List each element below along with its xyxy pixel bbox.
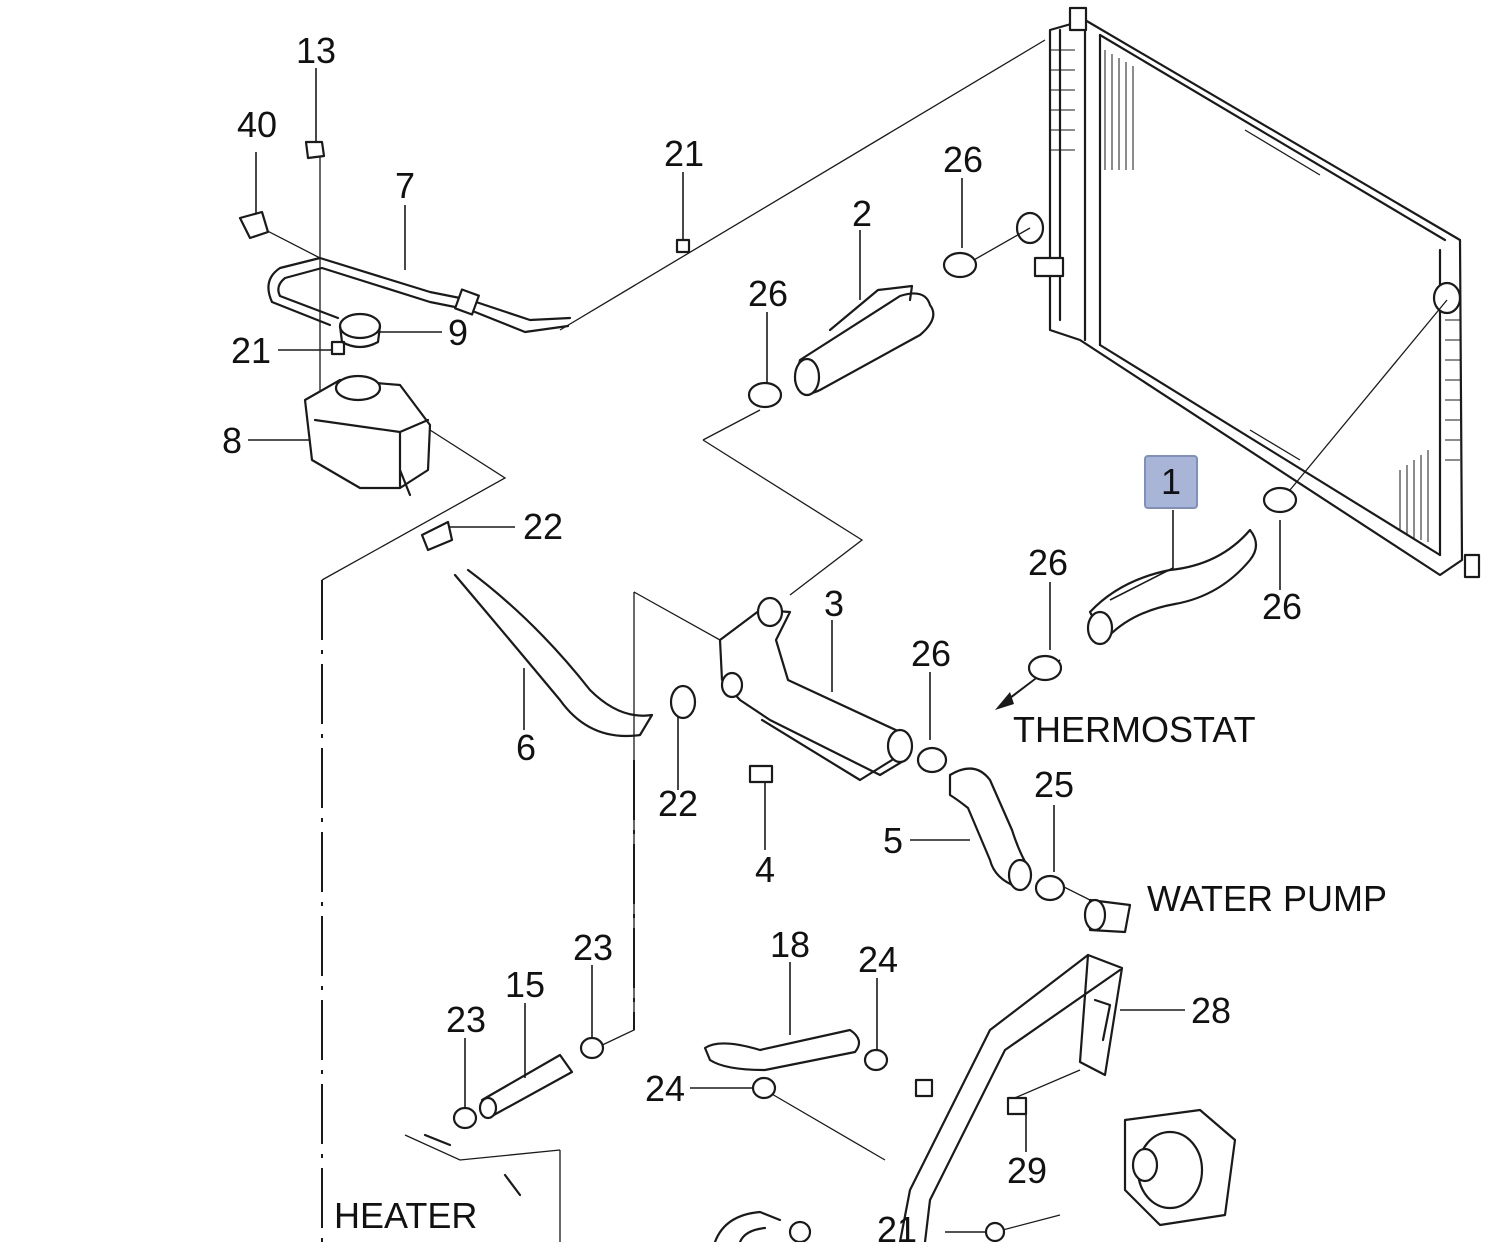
leader-lines (248, 39, 1448, 1242)
heater-caption: HEATER (334, 1195, 477, 1236)
callout-9: 9 (448, 312, 468, 353)
callout-18: 18 (770, 924, 810, 965)
callout-21-a: 21 (664, 133, 704, 174)
callout-2: 2 (852, 193, 872, 234)
callout-26-b: 26 (748, 273, 788, 314)
callout-15: 15 (505, 964, 545, 1005)
callout-4: 4 (755, 849, 775, 890)
callout-24-a: 24 (858, 939, 898, 980)
callout-26-a: 26 (943, 139, 983, 180)
callout-26-c: 26 (1028, 542, 1068, 583)
callout-23-a: 23 (573, 927, 613, 968)
thermostat-caption: THERMOSTAT (1013, 709, 1256, 750)
callout-5: 5 (883, 820, 903, 861)
callout-26-e: 26 (911, 633, 951, 674)
captions: THERMOSTAT WATER PUMP HEATER (334, 709, 1387, 1236)
callout-13: 13 (296, 30, 336, 71)
callout-28: 28 (1191, 990, 1231, 1031)
callout-23-b: 23 (446, 999, 486, 1040)
water-pump-caption: WATER PUMP (1147, 878, 1387, 919)
callout-22-a: 22 (523, 506, 563, 547)
callout-6: 6 (516, 727, 536, 768)
callout-1[interactable]: 1 (1161, 461, 1181, 502)
callout-numbers: 1 2 3 4 5 6 7 8 9 13 15 18 21 21 21 22 2… (222, 30, 1302, 1242)
callout-1-highlight[interactable] (1144, 455, 1198, 509)
callout-29: 29 (1007, 1150, 1047, 1191)
callout-3: 3 (824, 583, 844, 624)
callout-7: 7 (395, 165, 415, 206)
radiator (1015, 6, 1481, 579)
callout-22-b: 22 (658, 783, 698, 824)
callout-21-c: 21 (877, 1209, 917, 1242)
callout-26-d: 26 (1262, 586, 1302, 627)
callout-8: 8 (222, 420, 242, 461)
parts (238, 140, 1298, 1242)
callout-25: 25 (1034, 764, 1074, 805)
callout-21-b: 21 (231, 330, 271, 371)
callout-40: 40 (237, 104, 277, 145)
callout-24-b: 24 (645, 1068, 685, 1109)
